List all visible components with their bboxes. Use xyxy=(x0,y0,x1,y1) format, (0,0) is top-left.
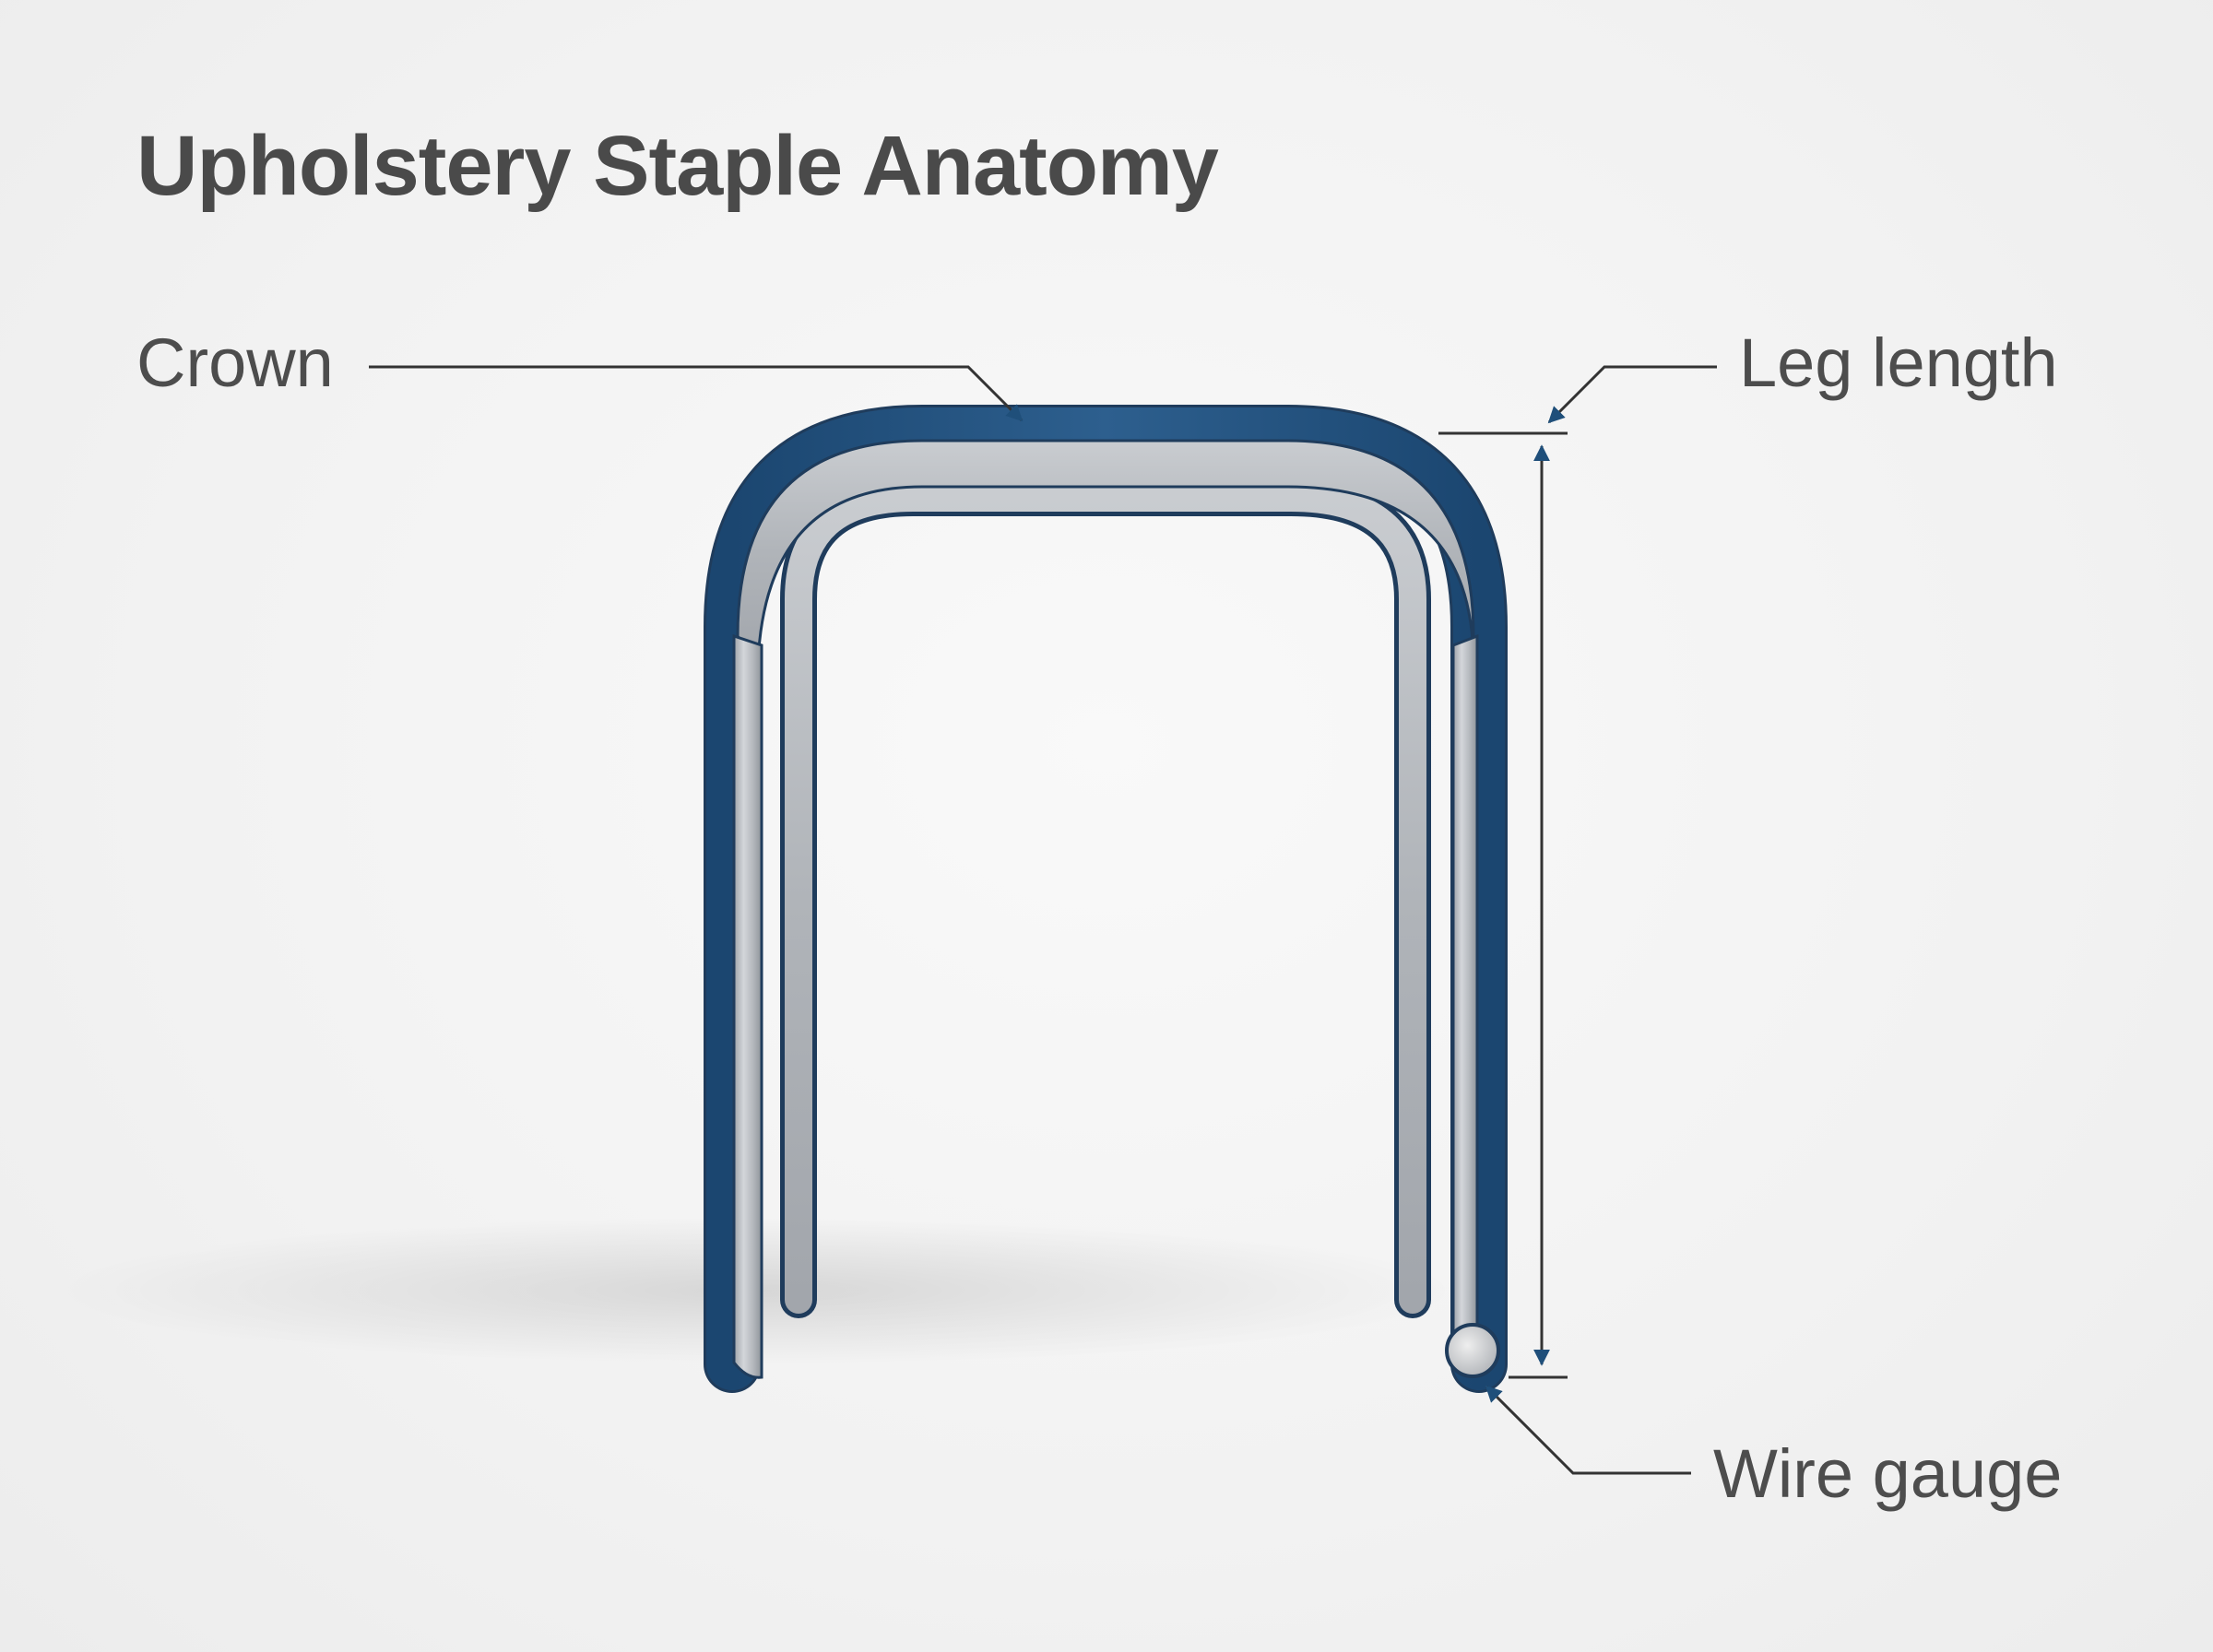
crown-steel-face xyxy=(736,439,1475,668)
leg-length-label: Leg length xyxy=(1739,324,2058,401)
crown-label: Crown xyxy=(136,324,334,401)
crown-leader-line xyxy=(369,365,1024,422)
crown-callout xyxy=(369,365,1024,422)
leg-length-callout xyxy=(1438,365,1717,1379)
right-leg-steel xyxy=(1451,633,1479,1339)
staple-inner-steel xyxy=(785,484,1426,1314)
left-leg-steel xyxy=(732,633,763,1379)
staple-inner-outline xyxy=(780,479,1431,1318)
staple-body xyxy=(704,405,1508,1393)
page-title: Upholstery Staple Anatomy xyxy=(136,119,1219,213)
wire-cross-section xyxy=(1445,1323,1500,1378)
wire-gauge-callout xyxy=(1485,1385,1691,1475)
wire-gauge-label: Wire gauge xyxy=(1713,1435,2063,1512)
wire-gauge-leader-line xyxy=(1485,1385,1691,1475)
leg-length-leader-line xyxy=(1547,365,1717,424)
staple-blue-core xyxy=(706,407,1505,1390)
